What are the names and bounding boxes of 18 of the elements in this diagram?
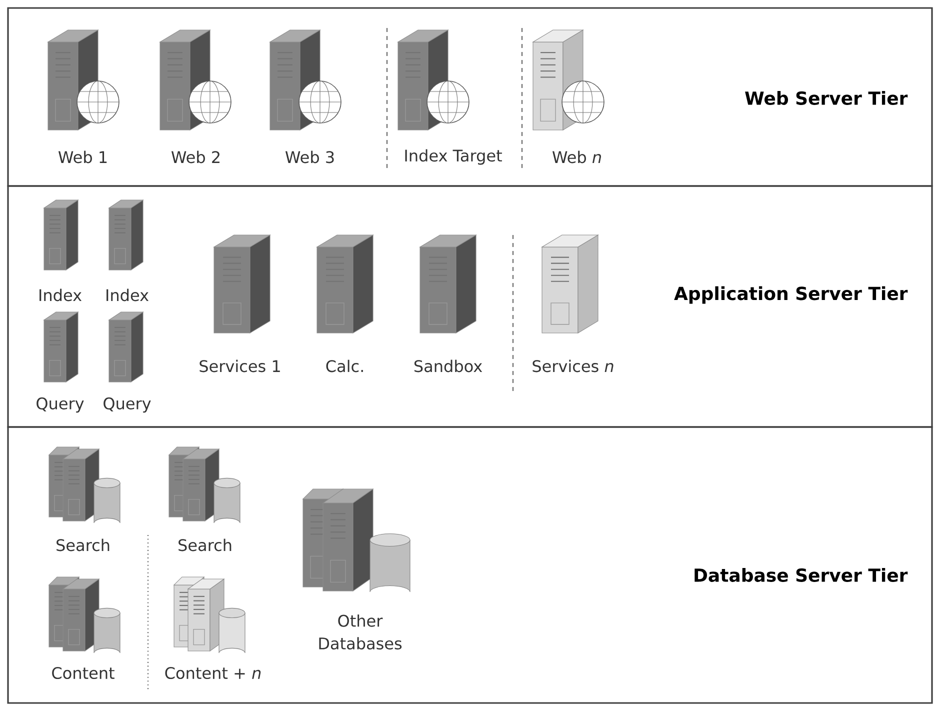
server-label: Index Target <box>405 149 502 165</box>
server-label: Content <box>52 666 114 680</box>
server-label: Web 3 <box>285 150 334 164</box>
server-label: Search <box>56 538 110 552</box>
server-label: Web 2 <box>171 150 220 164</box>
server-label: Services n <box>532 360 614 372</box>
server-label: Query <box>104 397 151 413</box>
server-label: Other Databases <box>319 614 402 650</box>
server-label: Calc. <box>326 360 363 372</box>
server-label: Web 1 <box>58 150 107 164</box>
server-label: Sandbox <box>414 360 482 372</box>
server-label: Services 1 <box>200 360 280 372</box>
server-label: Index <box>40 288 82 302</box>
server-label: Web n <box>552 150 601 164</box>
server-label: Index <box>106 288 149 302</box>
server-label: Query <box>36 397 84 413</box>
server-label: Search <box>178 538 232 552</box>
server-label: Content + n <box>165 666 261 680</box>
